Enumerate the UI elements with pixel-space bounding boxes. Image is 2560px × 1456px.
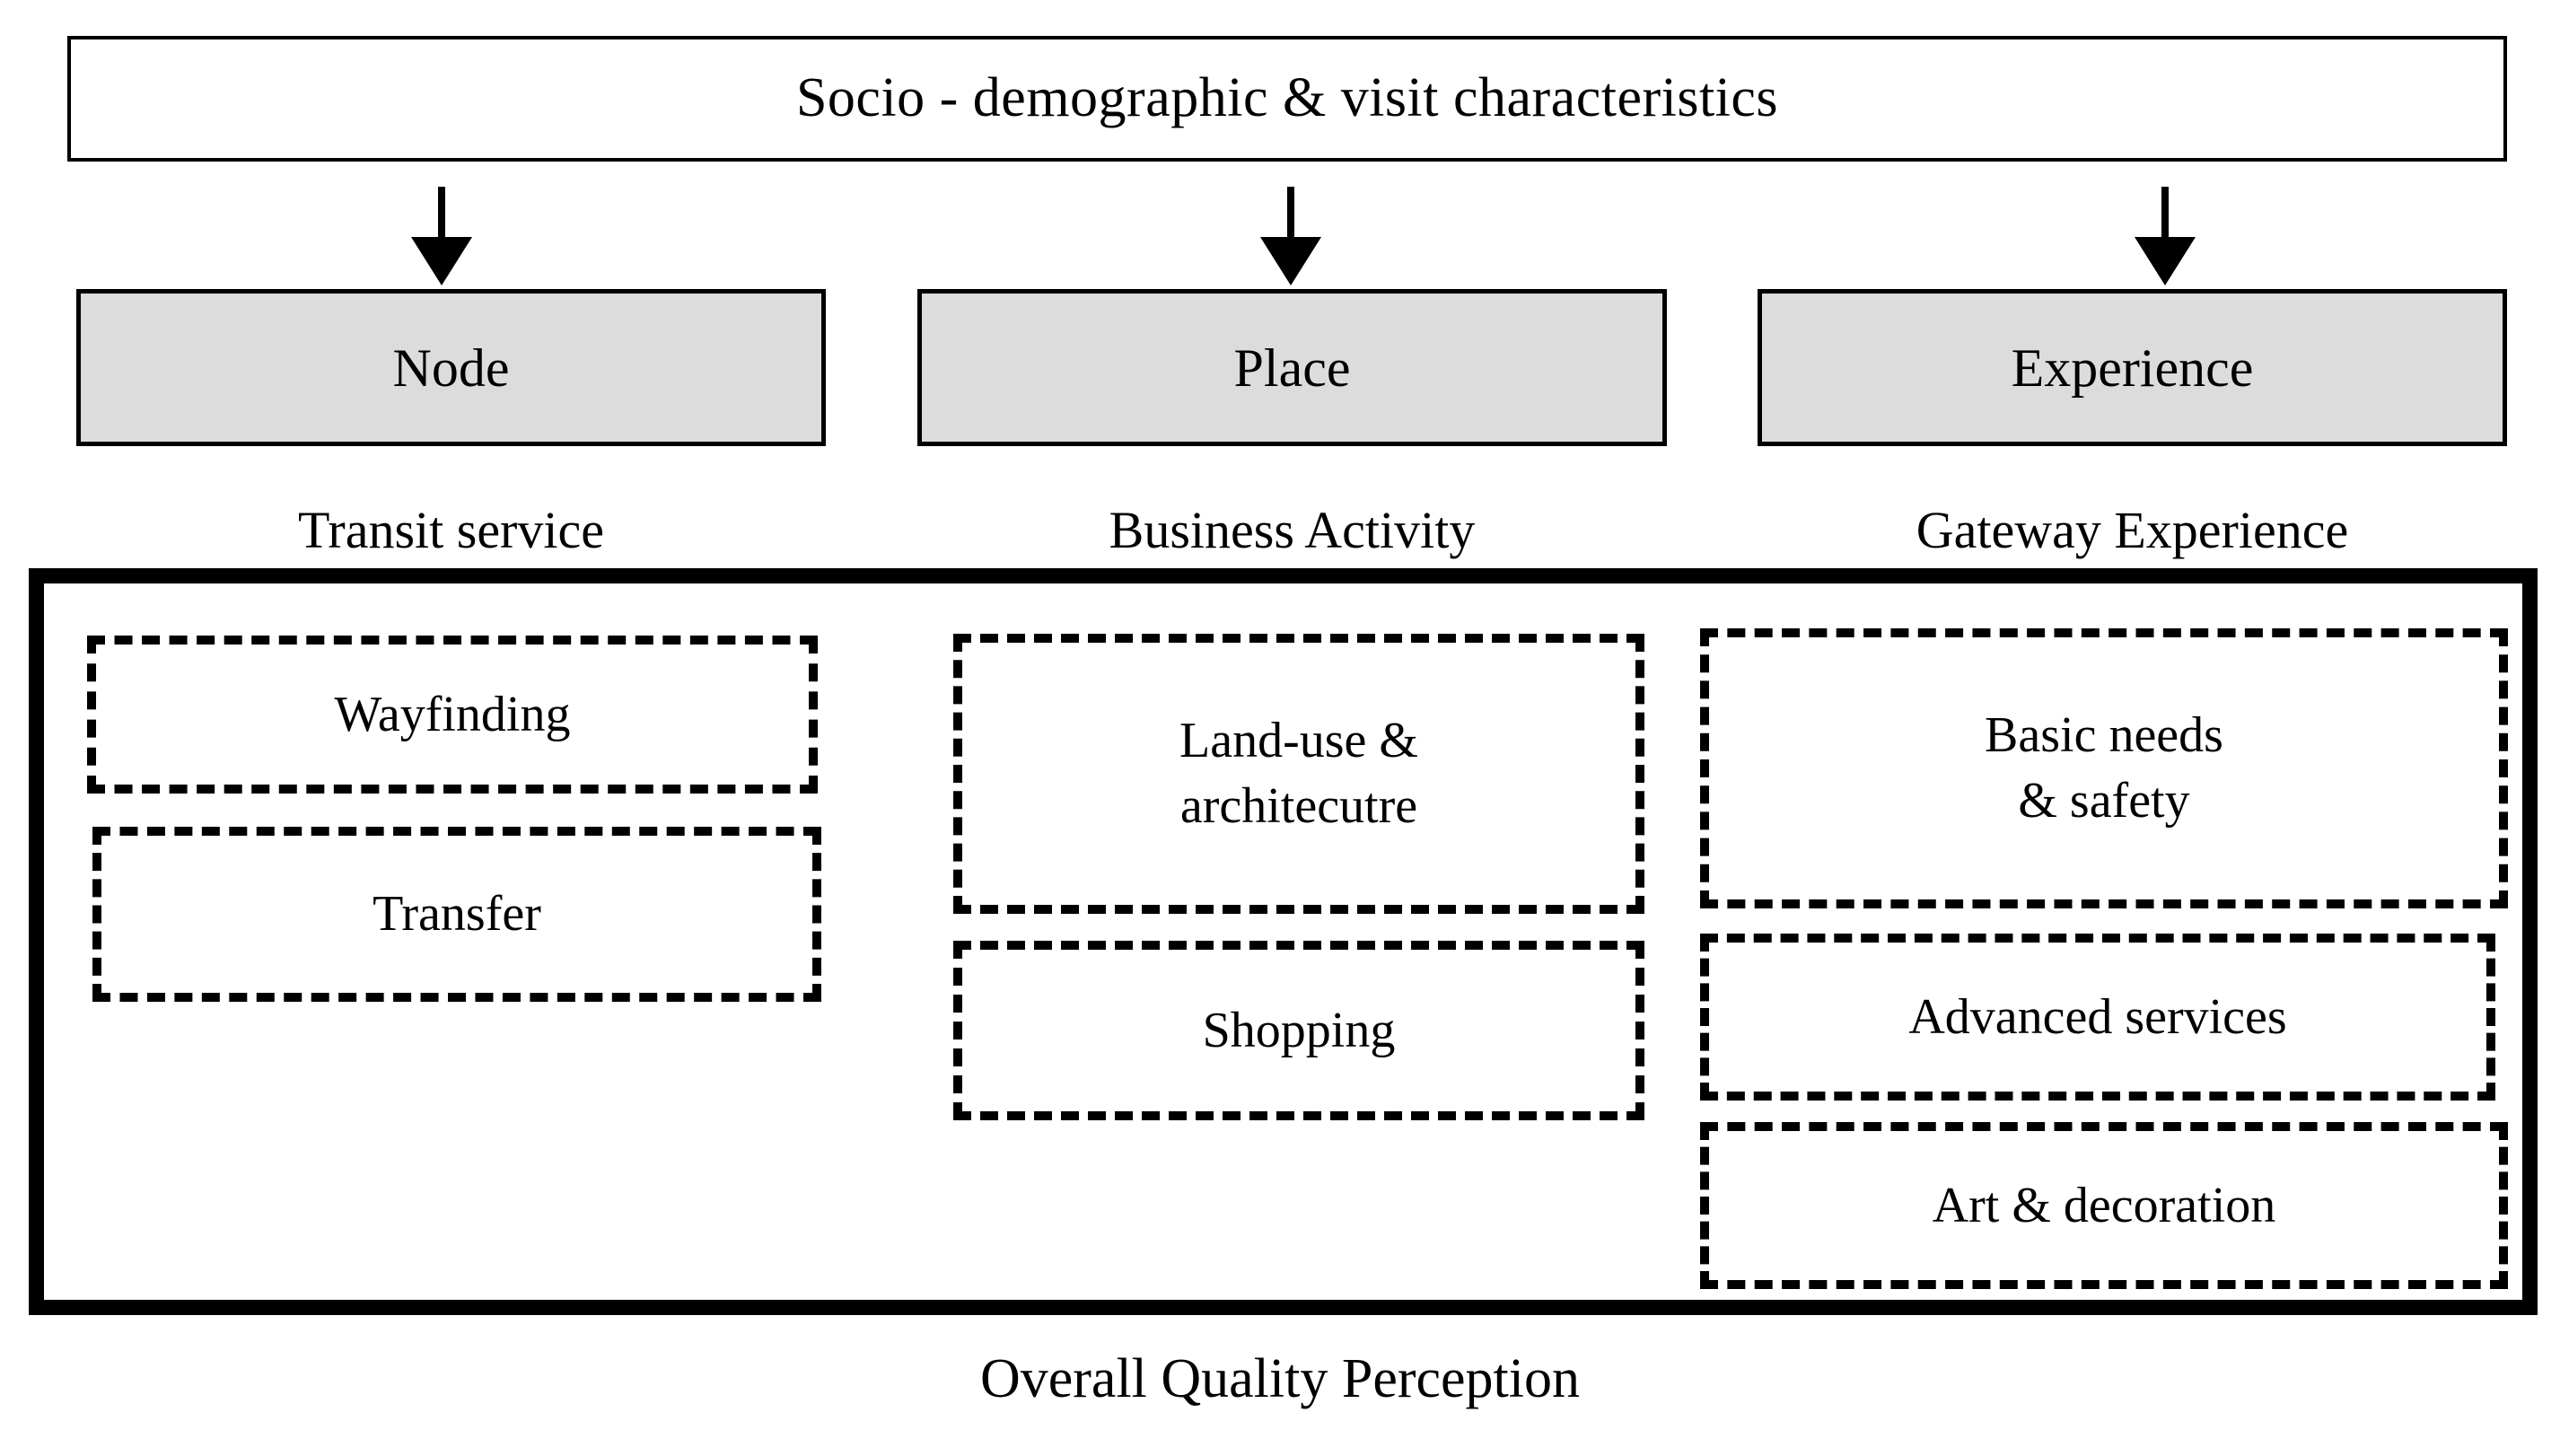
attribute-box-art-decoration: Art & decoration [1700,1122,2508,1289]
arrow-to-place [1260,187,1321,285]
caption-label: Overall Quality Perception [979,1348,1580,1409]
attribute-box-transfer: Transfer [92,827,821,1002]
column-heading-gateway-experience: Gateway Experience [1758,492,2507,569]
column-heading-label: Transit service [298,501,604,559]
attribute-box-shopping: Shopping [953,941,1644,1120]
attribute-label: Wayfinding [334,686,571,742]
category-box-label: Node [392,338,510,398]
category-box-label: Place [1233,338,1351,398]
attribute-box-wayfinding: Wayfinding [87,636,818,794]
category-box-label: Experience [2011,338,2254,398]
column-heading-label: Gateway Experience [1916,501,2349,559]
category-box-experience: Experience [1758,289,2507,446]
diagram-caption: Overall Quality Perception [0,1336,2560,1422]
arrow-to-experience [2135,187,2196,285]
arrow-shaft [438,187,445,242]
category-box-node: Node [76,289,826,446]
attribute-box-land-use-architecture: Land-use &architecutre [953,634,1644,914]
attribute-label: Transfer [373,886,541,943]
attribute-box-advanced-services: Advanced services [1700,934,2495,1101]
arrow-head [2135,237,2196,285]
column-heading-transit-service: Transit service [76,492,826,569]
arrow-head [411,237,472,285]
attribute-label: Shopping [1202,1002,1396,1058]
attribute-label: Art & decoration [1932,1177,2276,1233]
attribute-label: Advanced services [1908,988,2287,1045]
header-title: Socio - demographic & visit characterist… [795,67,1779,129]
overall-quality-container [29,568,2538,1315]
arrow-shaft [1287,187,1294,242]
arrow-to-node [411,187,472,285]
arrow-shaft [2161,187,2169,242]
attribute-box-basic-needs-safety: Basic needs& safety [1700,628,2508,908]
attribute-label: Land-use &architecutre [1179,713,1418,834]
socio-demographic-header-box: Socio - demographic & visit characterist… [67,36,2507,162]
category-box-place: Place [917,289,1667,446]
column-heading-label: Business Activity [1109,501,1476,559]
arrow-head [1260,237,1321,285]
attribute-label: Basic needs& safety [1985,707,2223,829]
column-heading-business-activity: Business Activity [917,492,1667,569]
